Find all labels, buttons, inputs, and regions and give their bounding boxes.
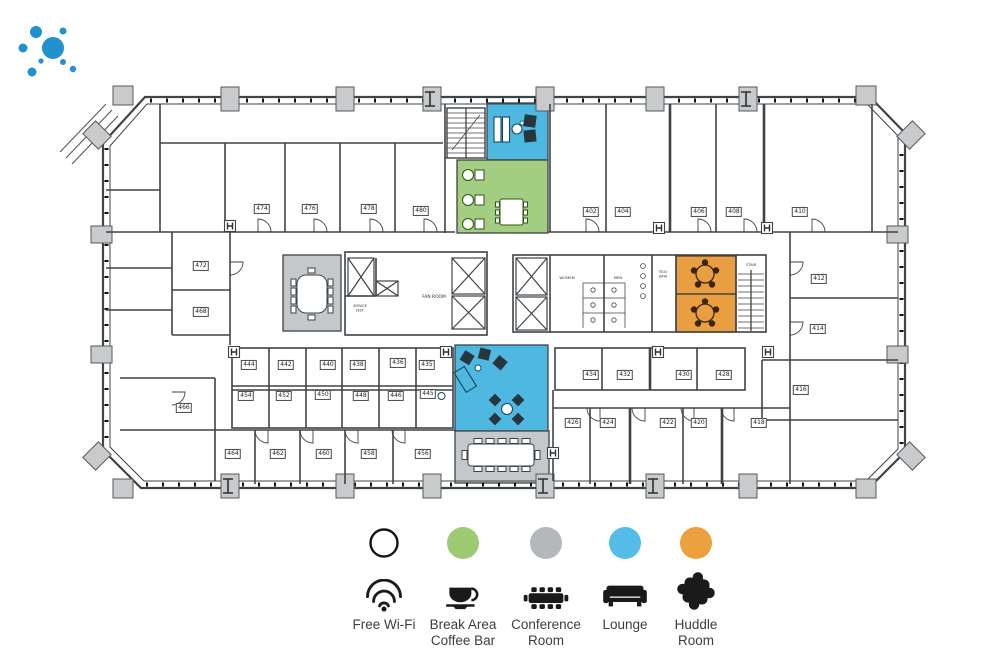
room-label: 446 bbox=[387, 390, 405, 402]
room-label: 445 bbox=[419, 388, 437, 400]
i-beam-glyphs bbox=[223, 91, 751, 494]
room-label: 460 bbox=[315, 448, 333, 460]
room-label: 476 bbox=[301, 203, 319, 215]
room-label: 448 bbox=[352, 390, 370, 402]
sofa-icon bbox=[603, 585, 647, 607]
room-label: 420 bbox=[690, 417, 708, 429]
legend-label: Free Wi-Fi bbox=[352, 617, 416, 632]
stair-label: STAIR bbox=[746, 263, 757, 267]
legend-circle bbox=[369, 528, 399, 558]
h-columns bbox=[223, 219, 775, 460]
men-label: MEN bbox=[614, 275, 623, 280]
room-label: 428 bbox=[715, 369, 733, 381]
wifi-icon bbox=[366, 579, 402, 612]
legend-circle bbox=[609, 527, 641, 559]
legend-item-huddle-room: Huddle Room bbox=[631, 524, 761, 649]
room-label: 466 bbox=[175, 402, 193, 414]
huddle-tables bbox=[690, 259, 720, 327]
room-label: 416 bbox=[792, 384, 810, 396]
legend-circle bbox=[447, 527, 479, 559]
legend-label-line2: Room bbox=[677, 633, 714, 649]
legend-item-free-wifi: Free Wi-Fi bbox=[319, 524, 449, 633]
room-label: 414 bbox=[809, 323, 827, 335]
room-label: 426 bbox=[564, 417, 582, 429]
room-label: 442 bbox=[277, 359, 295, 371]
room-label: 462 bbox=[269, 448, 287, 460]
room-label: 454 bbox=[237, 390, 255, 402]
room-label: 472 bbox=[192, 260, 210, 272]
room-label: 480 bbox=[412, 205, 430, 217]
lounge-top-furniture bbox=[493, 114, 537, 143]
room-label: 468 bbox=[192, 306, 210, 318]
legend-item-lounge: Lounge bbox=[560, 524, 690, 633]
room-label: 432 bbox=[616, 369, 634, 381]
room-label: 474 bbox=[253, 203, 271, 215]
legend-label-line2: Room bbox=[527, 633, 564, 649]
women-label: WOMEN bbox=[559, 275, 574, 280]
fan-room-label: FAN ROOM bbox=[422, 294, 446, 300]
room-label: 406 bbox=[690, 206, 708, 218]
perimeter-columns bbox=[82, 85, 926, 499]
restrooms bbox=[582, 263, 646, 328]
room-label: 436 bbox=[389, 357, 407, 369]
room-label: 402 bbox=[582, 206, 600, 218]
core-room-labels: WOMEN MEN TELE/ DATA STAIR FAN ROOM SERV… bbox=[353, 263, 756, 313]
room-label: 456 bbox=[414, 448, 432, 460]
room-label: 478 bbox=[360, 203, 378, 215]
legend-item-conference-room: Conference Room bbox=[481, 524, 611, 649]
legend-label: Huddle bbox=[674, 617, 718, 632]
room-label: 430 bbox=[675, 369, 693, 381]
stairwell-top bbox=[446, 107, 486, 159]
coffee-cup-icon bbox=[446, 587, 479, 610]
room-label: 418 bbox=[750, 417, 768, 429]
service-vest-label-2: VEST. bbox=[356, 309, 365, 313]
tele-data-label-1: TELE/ bbox=[658, 270, 669, 274]
room-label: 438 bbox=[349, 359, 367, 371]
room-label: 450 bbox=[314, 389, 332, 401]
room-label: 424 bbox=[599, 417, 617, 429]
room-label: 435 bbox=[418, 359, 436, 371]
room-label: 440 bbox=[319, 359, 337, 371]
room-label: 458 bbox=[360, 448, 378, 460]
room-label: 408 bbox=[725, 206, 743, 218]
legend-circle bbox=[680, 527, 712, 559]
legend-label: Lounge bbox=[602, 617, 648, 632]
h-glyphs bbox=[226, 222, 772, 457]
legend-label: Break Area bbox=[429, 617, 497, 632]
legend-label-line2: Coffee Bar bbox=[430, 633, 496, 649]
service-vest-label-1: SERVICE bbox=[353, 304, 366, 308]
legend-circle bbox=[530, 527, 562, 559]
room-label: 444 bbox=[240, 359, 258, 371]
stairwell-core bbox=[738, 270, 764, 331]
conference-table-icon bbox=[523, 587, 569, 609]
huddle-table-icon bbox=[677, 572, 715, 610]
interior-walls bbox=[106, 104, 898, 484]
tele-data-label-2: DATA bbox=[659, 275, 668, 279]
room-label: 412 bbox=[810, 273, 828, 285]
room-label: 422 bbox=[659, 417, 677, 429]
blue-dots-logo bbox=[18, 26, 77, 77]
door-arcs bbox=[171, 218, 826, 444]
room-label: 452 bbox=[275, 390, 293, 402]
legend-item-break-area: Break Area Coffee Bar bbox=[398, 524, 528, 649]
room-label: 464 bbox=[224, 448, 242, 460]
legend-label: Conference bbox=[511, 617, 581, 632]
floorplan-drawing: WOMEN MEN TELE/ DATA STAIR FAN ROOM SERV… bbox=[18, 26, 926, 499]
room-label: 404 bbox=[614, 206, 632, 218]
elevator-shafts bbox=[347, 257, 548, 331]
furniture bbox=[290, 114, 720, 472]
room-label: 410 bbox=[791, 206, 809, 218]
room-label: 434 bbox=[582, 369, 600, 381]
